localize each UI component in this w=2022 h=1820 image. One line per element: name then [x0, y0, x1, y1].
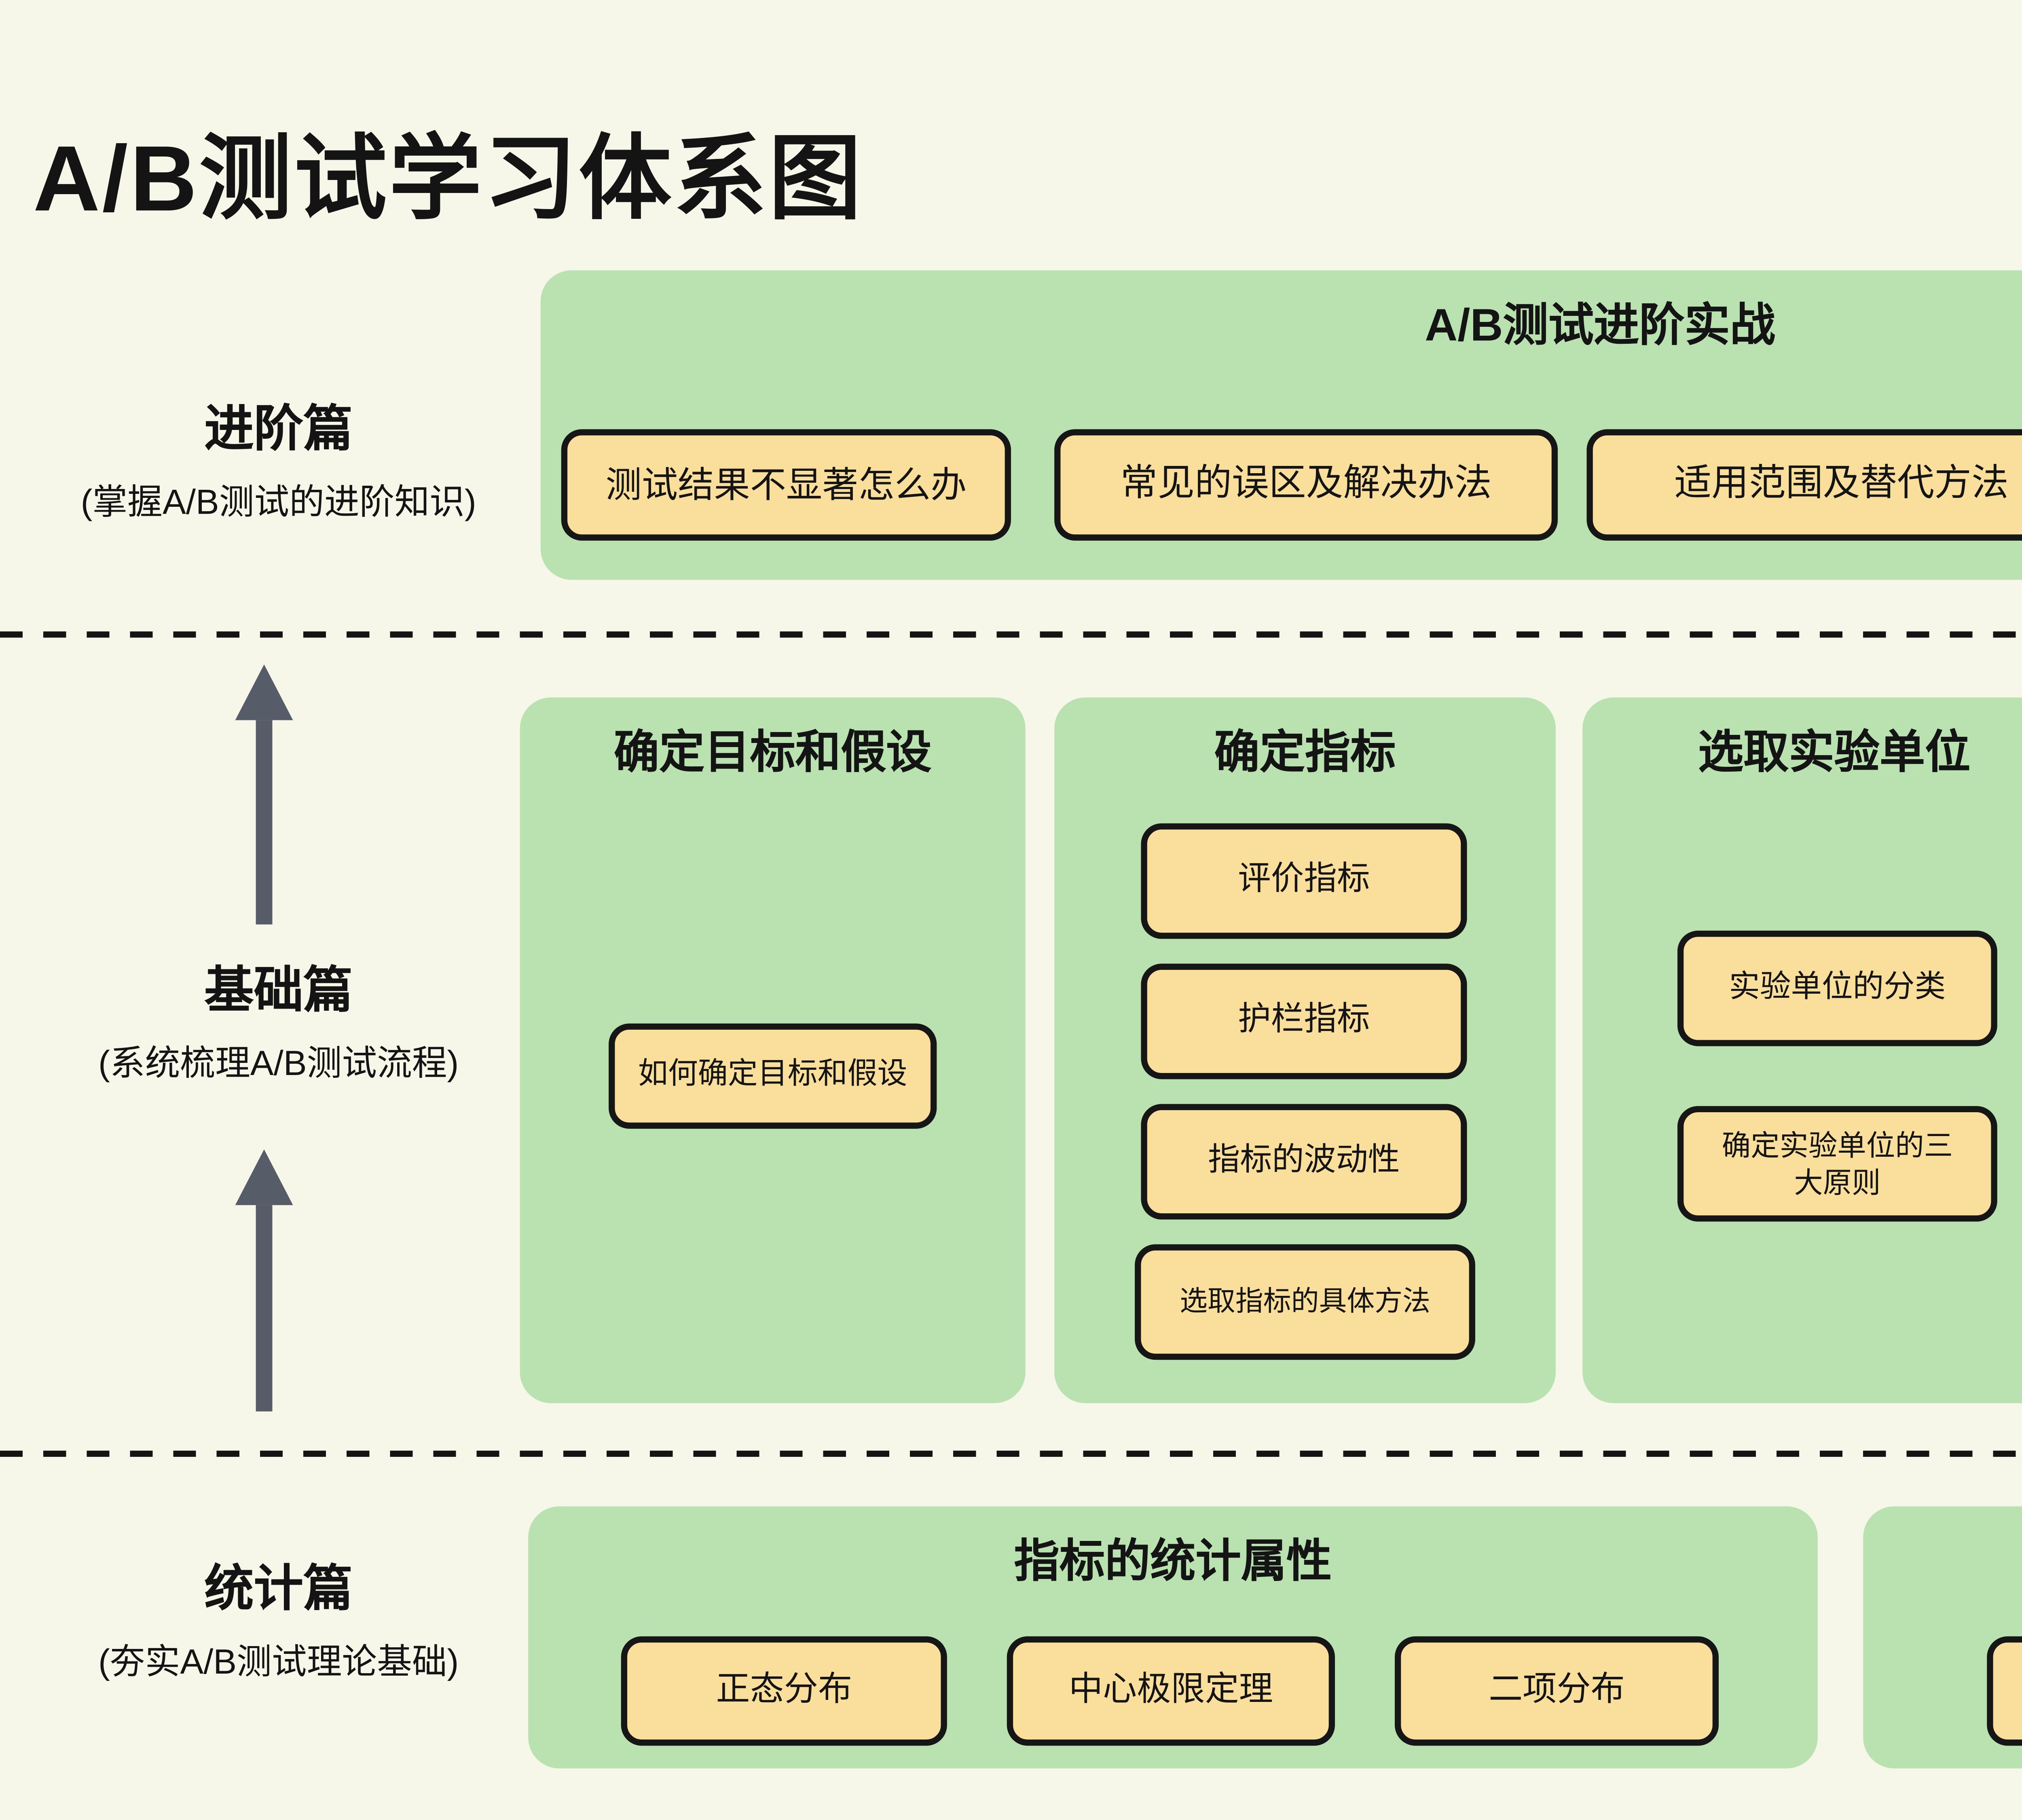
page-title: A/B测试学习体系图 — [33, 126, 864, 231]
topic-test-result-not-significant: 测试结果不显著怎么办 — [561, 429, 1011, 541]
up-arrow-icon — [233, 1149, 295, 1412]
panel-advanced-practice: A/B测试进阶实战 测试结果不显著怎么办 常见的误区及解决办法 适用范围及替代方… — [540, 270, 2022, 580]
section-label-basic: 基础篇 (系统梳理A/B测试流程) — [0, 949, 557, 1086]
topic-normal-distribution: 正态分布 — [621, 1636, 947, 1746]
dashed-divider-top — [0, 631, 2022, 637]
topic-applicable-scope-alternatives: 适用范围及替代方法 — [1586, 429, 2022, 541]
section-label-stats-subtitle: (夯实A/B测试理论基础) — [98, 1642, 459, 1682]
section-label-basic-subtitle: (系统梳理A/B测试流程) — [98, 1044, 459, 1084]
topic-experiment-unit-types: 实验单位的分类 — [1677, 931, 1997, 1046]
up-arrow-icon — [233, 664, 295, 925]
topic-common-pitfalls-solutions: 常见的误区及解决办法 — [1054, 429, 1558, 541]
panel-define-metrics-title: 确定指标 — [1214, 726, 1396, 778]
up-arrow-shaft — [256, 720, 273, 925]
topic-guardrail-metrics: 护栏指标 — [1141, 963, 1467, 1079]
topic-central-limit-theorem: 中心极限定理 — [1007, 1636, 1335, 1746]
section-label-advanced: 进阶篇 (掌握A/B测试的进阶知识) — [0, 388, 557, 524]
topic-experiment-unit-principles: 确定实验单位的三大原则 — [1677, 1106, 1997, 1222]
up-arrow-shaft — [256, 1205, 273, 1412]
panel-statistical-properties: 指标的统计属性 正态分布 中心极限定理 二项分布 — [528, 1506, 1818, 1769]
dashed-divider-bottom — [0, 1450, 2022, 1456]
panel-define-goal-hypothesis-title: 确定目标和假设 — [613, 726, 932, 778]
panel-define-goal-hypothesis: 确定目标和假设 如何确定目标和假设 — [520, 697, 1026, 1403]
topic-how-to-define-goal-hypothesis: 如何确定目标和假设 — [609, 1023, 937, 1129]
panel-choose-experiment-unit-title: 选取实验单位 — [1698, 726, 1971, 778]
topic-evaluation-metrics: 评价指标 — [1141, 823, 1467, 939]
topic-binomial-distribution: 二项分布 — [1394, 1636, 1719, 1746]
panel-statistical-properties-title: 指标的统计属性 — [1014, 1535, 1332, 1587]
section-label-advanced-subtitle: (掌握A/B测试的进阶知识) — [80, 483, 476, 522]
panel-advanced-practice-title: A/B测试进阶实战 — [1425, 299, 1775, 351]
section-label-advanced-title: 进阶篇 — [204, 402, 353, 458]
up-arrow-head — [235, 1149, 293, 1205]
topic-null-alternative-hypothesis: 零假设和备择假设 — [1987, 1636, 2022, 1746]
panel-hypothesis-testing-title: 假设检验 — [1863, 1525, 2022, 1591]
topic-metric-volatility: 指标的波动性 — [1141, 1104, 1467, 1220]
section-label-stats-title: 统计篇 — [204, 1562, 353, 1618]
section-label-stats: 统计篇 (夯实A/B测试理论基础) — [0, 1548, 557, 1684]
up-arrow-head — [235, 664, 293, 720]
section-label-basic-title: 基础篇 — [204, 963, 353, 1020]
topic-metric-selection-methods: 选取指标的具体方法 — [1135, 1244, 1475, 1360]
panel-hypothesis-testing: 假设检验 零假设和备择假设 如何选取不同的检验 如何利用假设检验做出判断 — [1863, 1506, 2022, 1769]
panel-define-metrics: 确定指标 评价指标 护栏指标 指标的波动性 选取指标的具体方法 — [1054, 697, 1556, 1403]
panel-choose-experiment-unit: 选取实验单位 实验单位的分类 确定实验单位的三大原则 — [1582, 697, 2022, 1403]
